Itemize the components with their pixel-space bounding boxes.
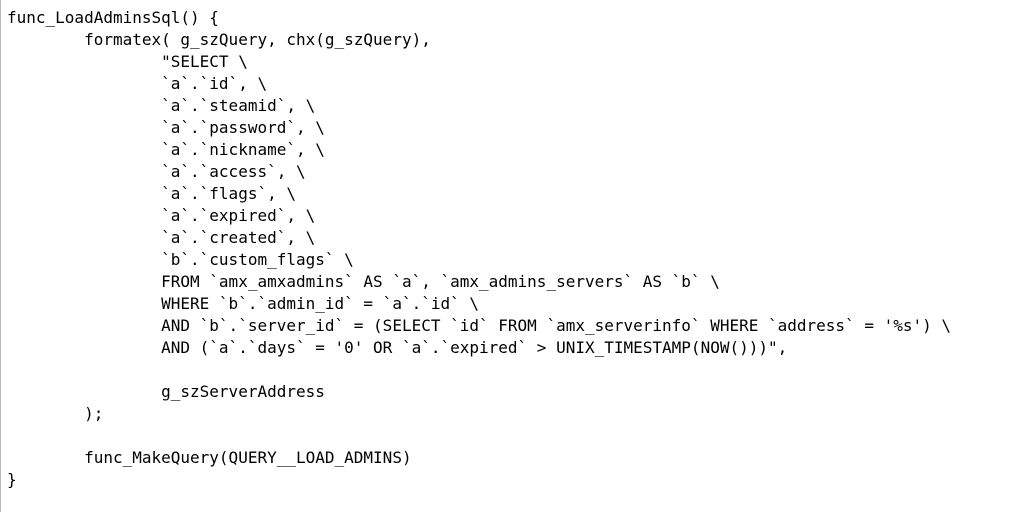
- code-line-18: g_szServerAddress: [7, 382, 325, 401]
- code-line-21: func_MakeQuery(QUERY__LOAD_ADMINS): [7, 448, 412, 467]
- code-line-3: "SELECT \: [7, 52, 248, 71]
- code-line-2: formatex( g_szQuery, chx(g_szQuery),: [7, 30, 431, 49]
- code-line-22: }: [7, 470, 17, 489]
- code-line-15: AND `b`.`server_id` = (SELECT `id` FROM …: [7, 316, 952, 335]
- code-line-6: `a`.`password`, \: [7, 118, 325, 137]
- code-line-20: [7, 425, 951, 447]
- code-line-11: `a`.`created`, \: [7, 228, 316, 247]
- code-line-12: `b`.`custom_flags` \: [7, 250, 354, 269]
- code-line-17: [7, 359, 951, 381]
- code-line-10: `a`.`expired`, \: [7, 206, 316, 225]
- code-line-5: `a`.`steamid`, \: [7, 96, 316, 115]
- code-line-7: `a`.`nickname`, \: [7, 140, 325, 159]
- code-line-8: `a`.`access`, \: [7, 162, 306, 181]
- code-line-1: func_LoadAdminsSql() {: [7, 8, 219, 27]
- code-line-19: );: [7, 404, 104, 423]
- code-line-4: `a`.`id`, \: [7, 74, 268, 93]
- code-line-13: FROM `amx_amxadmins` AS `a`, `amx_admins…: [7, 272, 720, 291]
- code-line-14: WHERE `b`.`admin_id` = `a`.`id` \: [7, 294, 480, 313]
- code-block: func_LoadAdminsSql() { formatex( g_szQue…: [7, 7, 951, 491]
- code-line-16: AND (`a`.`days` = '0' OR `a`.`expired` >…: [7, 338, 788, 357]
- code-line-9: `a`.`flags`, \: [7, 184, 296, 203]
